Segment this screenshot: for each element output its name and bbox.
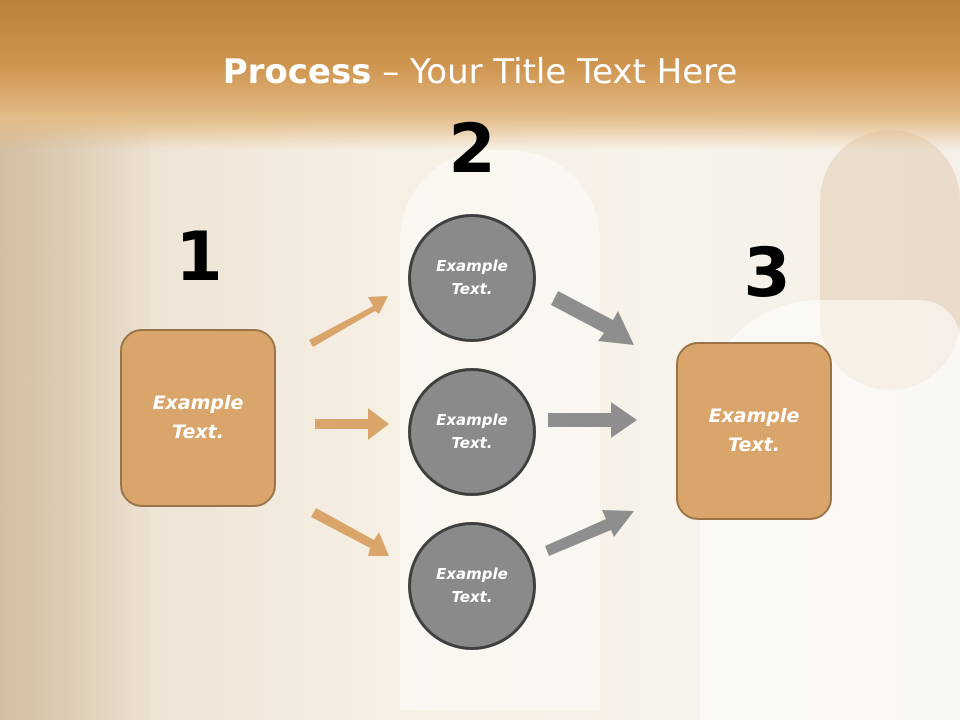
circle-2: Example Text. [408,368,536,496]
arrow-to-circle-2 [315,408,389,440]
left-box: Example Text. [120,329,276,507]
title-bold: Process [222,52,372,92]
left-box-text: Example Text. [152,392,244,443]
step-number-1: 1 [175,218,223,297]
step-number-2: 2 [448,110,496,189]
slide-title: Process – Your Title Text Here [0,52,960,92]
step-number-3: 3 [743,234,791,313]
gray-arrows [545,291,637,556]
right-box: Example Text. [676,342,832,520]
circle-3-text: Example Text. [436,565,508,606]
right-box-text: Example Text. [708,405,800,456]
arrow-from-circle-2 [548,402,637,438]
arrow-from-circle-3 [545,510,634,556]
circle-1: Example Text. [408,214,536,342]
circle-2-text: Example Text. [436,411,508,452]
title-rest: – Your Title Text Here [371,52,738,92]
arrow-from-circle-1 [551,291,634,345]
orange-arrows [309,296,389,556]
arrow-to-circle-1 [309,296,388,347]
circle-3: Example Text. [408,522,536,650]
arrow-to-circle-3 [311,508,389,556]
circle-1-text: Example Text. [436,257,508,298]
header-band [0,0,960,150]
